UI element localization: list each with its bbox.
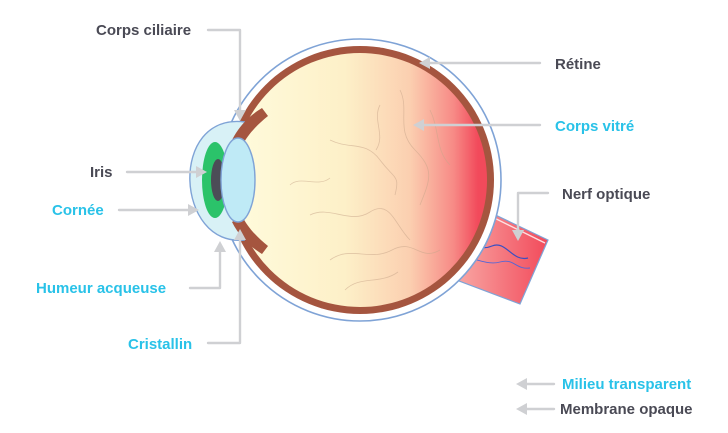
legend-item-transparent: Milieu transparent [516,376,691,393]
legend-item-opaque: Membrane opaque [516,401,693,418]
eyeball [218,38,502,322]
legend-label-opaque: Membrane opaque [560,401,693,418]
ciliary-body-upper [232,108,268,146]
label-cornee: Cornée [52,202,104,219]
legend: Milieu transparent Membrane opaque [516,376,693,418]
label-nerf-optique: Nerf optique [562,186,650,203]
label-humeur-acqueuse: Humeur acqueuse [36,280,166,297]
leader-lines [117,28,550,345]
retina-veins [289,89,451,291]
ciliary-body-lower [232,216,268,254]
label-iris: Iris [90,164,113,181]
legend-label-transparent: Milieu transparent [562,376,691,393]
label-retine: Rétine [555,56,601,73]
legend-arrow-icon [516,403,527,415]
eye-front [189,108,268,254]
label-corps-ciliaire: Corps ciliaire [96,22,191,39]
legend-arrow-icon [516,378,527,390]
label-corps-vitre: Corps vitré [555,118,634,135]
vitreous-body [233,53,487,307]
label-cristallin: Cristallin [128,336,192,353]
lens [220,137,256,223]
